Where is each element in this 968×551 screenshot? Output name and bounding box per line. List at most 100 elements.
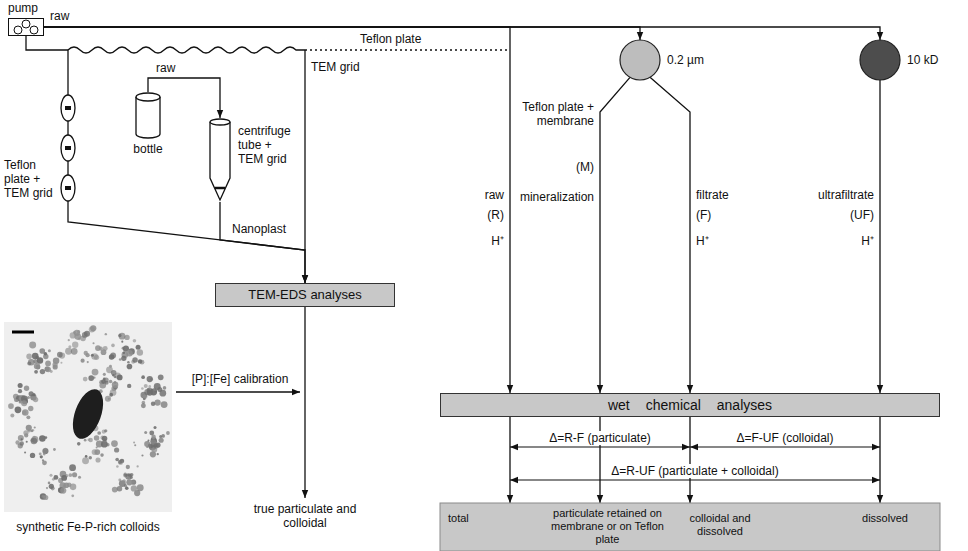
node-text: Teflon plate + TEM grid <box>4 158 56 200</box>
colloid-particle <box>21 400 27 406</box>
colloid-particle <box>28 406 33 411</box>
colloid-particle <box>95 457 100 462</box>
colloid-particle <box>141 387 144 390</box>
colloid-particle <box>15 406 22 413</box>
dotted-line <box>305 49 510 50</box>
colloid-particle <box>122 479 126 483</box>
colloid-particle <box>100 453 104 457</box>
colloid-particle <box>127 364 133 370</box>
colloid-particle <box>112 381 119 388</box>
connector <box>879 417 880 503</box>
node-text: pump <box>8 1 52 15</box>
note-label: Nanoplast <box>232 222 298 236</box>
colloid-particle <box>82 332 88 338</box>
calibration-arrow <box>176 391 300 392</box>
filter-circle-shape <box>619 39 661 81</box>
colloid-particle <box>142 394 146 398</box>
colloid-particle <box>44 352 48 356</box>
colloid-particle <box>159 390 166 397</box>
colloid-particle <box>153 443 158 448</box>
colloid-particle <box>26 415 30 419</box>
node-text: dissolved <box>845 512 925 525</box>
connector <box>599 417 600 503</box>
result-band: totalparticulate retained on membrane or… <box>440 503 940 551</box>
colloid-particle <box>77 442 81 446</box>
colloid-particle <box>22 410 26 414</box>
colloid-particle <box>141 455 143 457</box>
colloid-particle <box>34 370 38 374</box>
colloid-particle <box>126 477 128 479</box>
colloid-particle <box>141 403 146 408</box>
colloid-particle <box>147 387 153 393</box>
colloid-particle <box>39 435 46 442</box>
colloid-particle <box>40 455 43 458</box>
colloid-particle <box>96 441 103 448</box>
pump-roller <box>14 26 22 34</box>
bottle-cylinder: bottle <box>128 92 168 162</box>
difference-arrow <box>690 446 880 447</box>
colloid-particle <box>81 359 85 363</box>
colloid-particle <box>154 383 161 390</box>
colloid-particle <box>60 487 66 493</box>
colloid-particle <box>27 396 30 399</box>
colloid-particle <box>8 403 14 409</box>
node-text: bottle <box>122 142 174 156</box>
colloid-particle <box>15 399 18 402</box>
colloid-particle <box>34 363 40 369</box>
colloid-particle <box>84 351 88 355</box>
colloid-particle <box>33 397 38 402</box>
colloid-particle <box>119 358 122 361</box>
scale-bar <box>12 331 34 334</box>
pump-housing <box>9 19 44 36</box>
colloid-particle <box>105 396 111 402</box>
colloid-particle <box>154 399 160 405</box>
pump-icon: pump <box>8 18 44 36</box>
note-label: H⁺ <box>454 234 504 248</box>
edge-label: Teflon plate + membrane <box>514 100 594 128</box>
colloid-particle <box>92 369 99 376</box>
tem-grid <box>65 146 71 150</box>
note-label: true particulate and colloidal <box>245 502 365 530</box>
node-text: synthetic Fe-P-rich colloids <box>4 520 172 534</box>
node-text: wet chemical analyses <box>608 397 772 414</box>
colloid-particle <box>109 380 113 384</box>
colloid-particle <box>105 333 107 335</box>
note-label: (M) <box>514 160 594 174</box>
colloid-particle <box>128 474 131 477</box>
connector <box>68 214 305 283</box>
colloid-particle <box>106 443 109 446</box>
colloid-particle <box>108 398 110 400</box>
colloid-particle <box>51 486 55 490</box>
colloid-particle <box>137 484 144 491</box>
colloid-particle <box>90 325 96 331</box>
node-text: colloidal and dissolved <box>675 512 765 538</box>
colloid-particle <box>88 438 92 442</box>
colloid-particle <box>133 441 135 443</box>
colloid-particle <box>96 446 98 448</box>
colloid-particle <box>121 356 126 361</box>
colloid-particle <box>141 375 145 379</box>
colloid-particle <box>132 357 138 363</box>
teflon-plate-stack: Teflon plate + TEM grid <box>4 88 84 214</box>
colloid-particle <box>137 349 143 355</box>
connector <box>26 36 68 88</box>
pump-roller <box>30 26 38 34</box>
colloid-particle <box>93 342 95 344</box>
note-label: Δ=F-UF (colloidal) <box>733 431 836 445</box>
colloid-particle <box>53 448 56 451</box>
analysis-box: wet chemical analyses <box>440 393 940 417</box>
colloid-particle <box>141 392 147 398</box>
colloid-particle <box>43 495 48 500</box>
note-label: Δ=R-UF (particulate + colloidal) <box>608 464 781 478</box>
note-label: (UF) <box>796 208 874 222</box>
pump-tubing <box>68 47 305 53</box>
bottle-body <box>136 97 160 138</box>
colloid-particle <box>127 361 130 364</box>
note-label: Teflon plate <box>360 32 440 46</box>
edge-label: raw <box>156 61 196 75</box>
colloid-particle <box>151 435 155 439</box>
colloid-particle <box>68 345 71 348</box>
colloid-particle <box>82 457 89 464</box>
colloid-particle <box>42 460 47 465</box>
colloid-particle <box>26 354 32 360</box>
